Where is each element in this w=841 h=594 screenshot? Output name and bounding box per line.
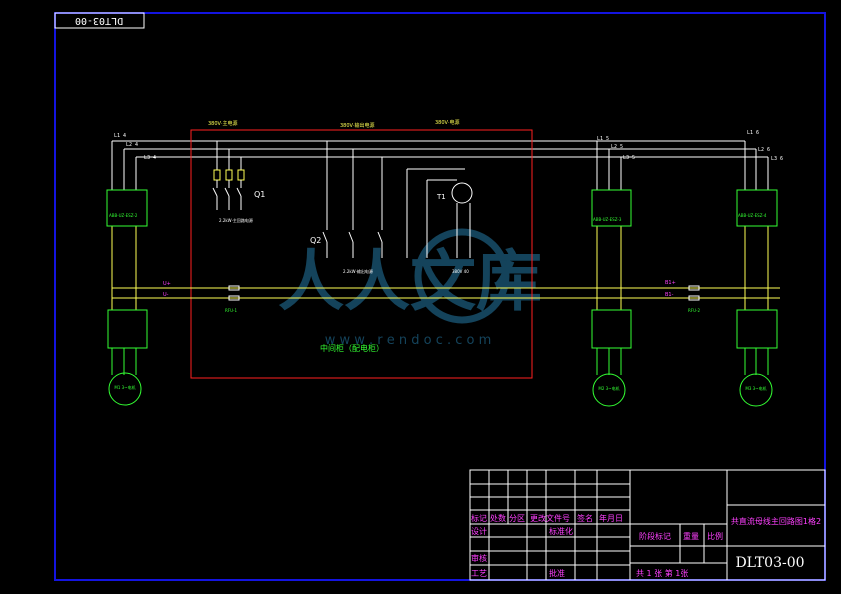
dc-fuses (228, 285, 700, 301)
bus-label-l2: L2 4 (126, 142, 138, 148)
motor-3 (739, 373, 773, 407)
bus-label-r1: L1 5 (597, 136, 609, 142)
drawing-title: 共直流母线主回路图1格2 (731, 516, 821, 526)
title-block (469, 469, 826, 581)
label-left-top: 380V·主电源 (208, 120, 238, 127)
motor-2 (592, 373, 626, 407)
q1-group (212, 141, 245, 210)
t1-transformer (406, 168, 473, 258)
tb-weight: 重量 (683, 531, 699, 541)
motor-3-label: M3 3~电机 (745, 385, 766, 391)
motor-2-label: M2 3~电机 (598, 385, 619, 391)
bus-label-e1: L1 6 (747, 130, 759, 136)
drawing-border (54, 12, 826, 581)
bus-label-l3: L3 4 (144, 155, 156, 161)
tb-design: 设计 (471, 526, 487, 536)
tb-sign: 签名 (577, 513, 593, 523)
tb-total: 共 1 张 第 1张 (636, 568, 688, 578)
motors (108, 372, 773, 407)
tb-ratio: 比例 (707, 531, 723, 541)
rectifier-3-label: ABB-UZ-ESZ-4 (738, 213, 767, 218)
ac-buses (111, 140, 769, 190)
motor-1 (108, 372, 142, 406)
tb-change: 更改文件号 (530, 513, 570, 523)
q1-label: Q1 (254, 190, 265, 199)
q2-group (322, 141, 383, 258)
q2-sub: 2.2kW·输出电源 (343, 268, 373, 274)
intermediate-cabinet (190, 129, 533, 379)
tb-review: 审核 (471, 553, 487, 563)
tb-count: 处数 (490, 513, 506, 523)
tb-process: 工艺 (471, 569, 487, 578)
dc-right-plus: B1+ (665, 280, 676, 286)
bus-label-e3: L3 6 (771, 156, 783, 162)
corner-code: DLT03-00 (75, 15, 123, 26)
label-mid-top: 380V·输出电源 (340, 122, 375, 129)
dc-left-minus: U- (163, 292, 169, 298)
bus-label-r3: L3 5 (623, 155, 635, 161)
bus-label-e2: L2 6 (758, 147, 770, 153)
rectifiers (106, 189, 778, 227)
inverters (107, 309, 778, 375)
tb-standard: 标准化 (549, 526, 573, 536)
tb-approve: 批准 (549, 568, 565, 578)
fuse-right-label: RFU-2 (688, 308, 700, 313)
label-right-top: 380V·电源 (435, 119, 460, 126)
tb-zone: 分区 (509, 514, 525, 523)
tb-stage: 阶段标记 (639, 531, 671, 541)
dc-left-plus: U+ (163, 281, 171, 287)
motor-1-label: M1 3~电机 (114, 384, 135, 390)
bus-labels: L1 4 L2 4 L3 4 L1 5 L2 5 L3 5 L1 6 L2 6 … (114, 130, 783, 162)
dc-right-minus: B1- (665, 292, 674, 298)
corner-code-box (54, 12, 145, 29)
t1-rating: 380V 40 (452, 269, 469, 274)
dc-buses (111, 226, 780, 310)
drawing-code: DLT03-00 (735, 555, 804, 571)
q1-sub: 2.2kW·主回路电源 (219, 217, 253, 223)
rectifier-1-label: ABB-UZ-ESZ-2 (109, 213, 138, 218)
bus-label-l1: L1 4 (114, 133, 126, 139)
tb-date: 年月日 (599, 513, 623, 523)
fuse-left-label: RFU-1 (225, 308, 237, 313)
tb-mark: 标记 (471, 513, 487, 523)
cabinet-label: 中间柜（配电柜） (320, 343, 384, 353)
watermark-main: 人人文库 (278, 242, 542, 320)
t1-label: T1 (436, 193, 446, 201)
watermark-url: w w w . r e n d o c . c o m (325, 333, 492, 348)
rectifier-2-label: ABB-UZ-ESZ-3 (593, 217, 622, 222)
bus-label-r2: L2 5 (611, 144, 623, 150)
q2-label: Q2 (310, 236, 321, 245)
watermark: 人人文库 w w w . r e n d o c . c o m (278, 228, 542, 348)
